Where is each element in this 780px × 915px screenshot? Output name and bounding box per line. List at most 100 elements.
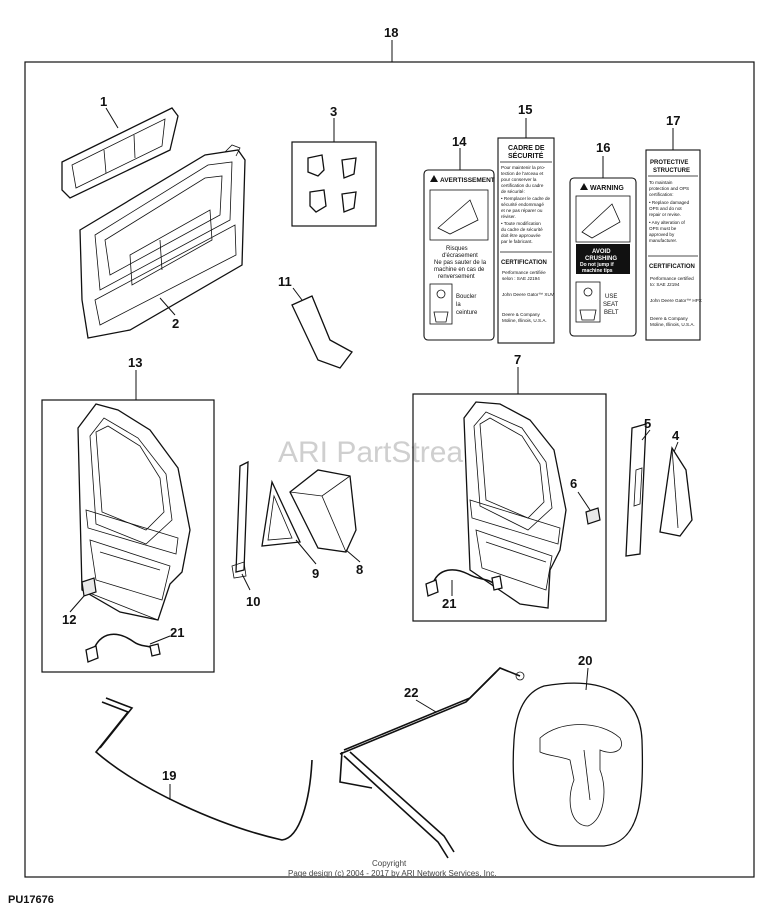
svg-text:Ne pas sauter de la: Ne pas sauter de la [434,260,487,266]
decal-15-header-2: SÉCURITÉ [508,151,544,160]
callout-11[interactable]: 11 [278,274,292,289]
callout-15[interactable]: 15 [518,102,532,117]
decal-16-bottom-2: SEAT [603,302,619,308]
decal-14-header: AVERTISSEMENT [440,177,495,184]
part-11-bracket [291,295,353,369]
decal-17-cert: CERTIFICATION [649,264,695,270]
callout-17[interactable]: 17 [666,113,680,128]
callout-21-right[interactable]: 21 [442,596,456,611]
svg-text:OPS must be: OPS must be [649,226,677,231]
callout-19[interactable]: 19 [162,768,176,783]
callout-20[interactable]: 20 [578,653,592,668]
decal-16-avoid-2: CRUSHING [585,256,617,262]
decal-15-cert-line-3: John Deere Gator™ XUV [502,292,555,297]
callout-10[interactable]: 10 [246,594,260,609]
decal-15-body: Pour maintenir la pro- tection de l'arce… [501,165,551,244]
footer-copyright: Copyright [372,859,407,868]
part-9-triangle-trim [261,479,301,547]
decal-17-cert-line-3: John Deere Gator™ HPX [650,298,702,303]
part-10-strip [231,460,249,579]
decal-16-avoid-1: AVOID [592,249,611,255]
callout-13[interactable]: 13 [128,355,142,370]
callout-5[interactable]: 5 [644,416,651,431]
callout-14[interactable]: 14 [452,134,467,149]
callout-12[interactable]: 12 [62,612,76,627]
part-19-bent-rod [94,697,313,841]
part-8-storage-tray [289,469,357,553]
decal-14-bottom-1: Boucler [456,294,476,300]
decal-16-bottom-3: BELT [604,310,619,316]
part-2-rear-panel [79,144,246,339]
decal-17-cert-line-5: Moline, Illinois, U.S.A. [650,322,695,327]
part-12-latch [81,577,97,597]
decal-16-avoid-4: machine tips [582,268,613,274]
part-17-decal-protective-structure: PROTECTIVE STRUCTURE To maintain protect… [645,149,702,341]
svg-text:• Toute modification: • Toute modification [501,221,541,226]
part-21-wire-harness-right [425,569,503,597]
callout-8[interactable]: 8 [356,562,363,577]
decal-16-avoid-3: Do not jump if [580,262,614,268]
svg-text:doit être approuvée: doit être approuvée [501,233,541,238]
part-14-decal-avertissement: AVERTISSEMENT Risques d'écrasement Ne pa… [423,169,495,341]
svg-text:renversement: renversement [438,274,475,280]
svg-text:machine en cas de: machine en cas de [434,267,485,273]
left-door-kit-box [41,399,215,673]
svg-text:approved by: approved by [649,232,675,237]
decal-15-cert-line-2: selon : SAE J2194 [502,276,540,281]
svg-text:sécurité endommagé: sécurité endommagé [501,202,544,207]
part-22-rod-assembly [339,667,525,859]
decal-15-cert: CERTIFICATION [501,260,547,266]
svg-text:certification:: certification: [649,192,674,197]
watermark: ARI PartStream [278,436,488,469]
decal-14-bottom-3: ceinture [456,310,478,316]
callout-22[interactable]: 22 [404,685,418,700]
callout-21-left[interactable]: 21 [170,625,184,640]
decal-14-middle-text: Risques d'écrasement Ne pas sauter de la… [434,246,487,280]
footer-page-design: Page design (c) 2004 - 2017 by ARI Netwo… [288,869,497,878]
svg-text:du cadre de sécurité: du cadre de sécurité [501,227,543,232]
part-20-seal [512,682,644,847]
callout-9[interactable]: 9 [312,566,319,581]
decal-15-cert-line-4: Deere & Company [502,312,540,317]
part-6-latch [585,507,601,525]
callout-6[interactable]: 6 [570,476,577,491]
document-id: PU17676 [8,894,54,906]
part-16-decal-warning: WARNING AVOID CRUSHING Do not jump if ma… [569,177,637,337]
svg-text:OPS and do not: OPS and do not [649,206,682,211]
part-5-post-trim [625,423,647,557]
part-1-rear-window [61,107,179,199]
svg-text:• Replace damaged: • Replace damaged [649,200,690,205]
decal-16-bottom-1: USE [605,294,617,300]
decal-14-bottom-2: la [456,302,461,308]
decal-16-header: WARNING [590,185,624,192]
callout-1[interactable]: 1 [100,94,107,109]
callout-16[interactable]: 16 [596,140,610,155]
left-door [77,403,191,621]
callout-3[interactable]: 3 [330,104,337,119]
part-21-wire-harness-left [85,633,161,663]
callout-4[interactable]: 4 [672,428,680,443]
svg-text:• Any alteration of: • Any alteration of [649,220,686,225]
svg-text:Risques: Risques [446,246,468,252]
svg-text:protection and OPS: protection and OPS [649,186,689,191]
decal-17-body: To maintain protection and OPS certifica… [649,180,690,243]
svg-text:par le fabricant.: par le fabricant. [501,239,533,244]
svg-text:de sécurité:: de sécurité: [501,189,525,194]
right-door [463,401,567,609]
decal-17-header-2: STRUCTURE [653,168,690,174]
svg-text:Pour maintenir la pro-: Pour maintenir la pro- [501,165,546,170]
decal-17-cert-line-2: to: SAE J2194 [650,282,680,287]
part-3-hardware-kit [291,141,377,227]
svg-text:certification du cadre: certification du cadre [501,183,544,188]
callout-2[interactable]: 2 [172,316,179,331]
decal-17-cert-line-4: Deere & Company [650,316,688,321]
decal-15-cert-line-1: Performance certifiée [502,270,546,275]
svg-text:repair or revise.: repair or revise. [649,212,681,217]
svg-text:• Remplacer le cadre de: • Remplacer le cadre de [501,196,551,201]
callout-18[interactable]: 18 [384,25,398,40]
svg-text:et ne pas réparer ou: et ne pas réparer ou [501,208,543,213]
svg-text:To maintain: To maintain [649,180,673,185]
part-15-decal-cadre-de-securite: CADRE DE SÉCURITÉ Pour maintenir la pro-… [497,137,555,344]
callout-7[interactable]: 7 [514,352,521,367]
